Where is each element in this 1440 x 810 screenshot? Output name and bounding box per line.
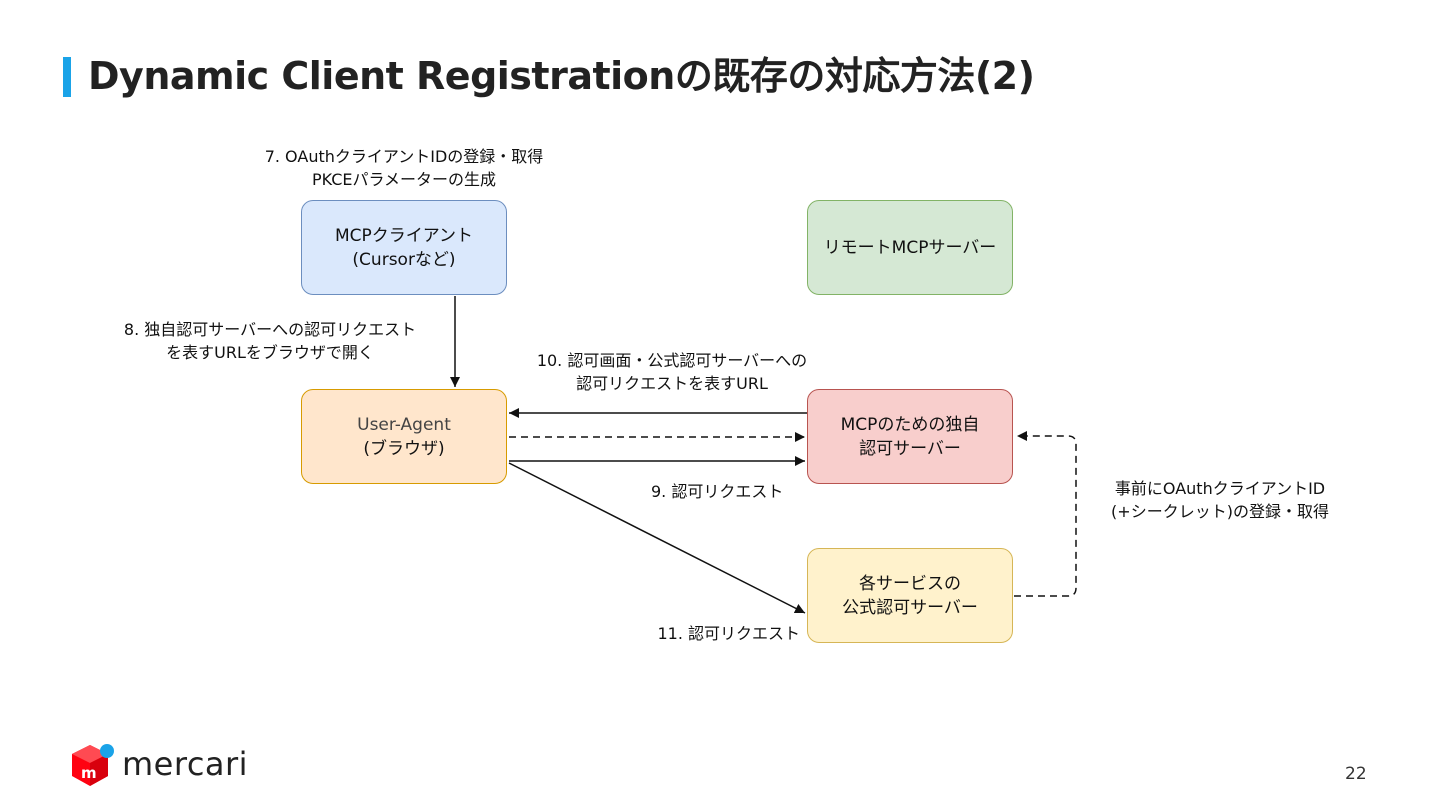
arrow-step11 [508,462,806,614]
node-official-auth-server-line1: 各サービスの [859,573,961,594]
node-remote-mcp-server: リモートMCPサーバー [807,200,1013,295]
label-step10-line1: 10. 認可画面・公式認可サーバーへの [536,351,808,370]
label-step8: 8. 独自認可サーバーへの認可リクエスト を表すURLをブラウザで開く [80,318,460,364]
title-accent-bar [63,57,71,97]
svg-text:m: m [81,764,97,782]
node-official-auth-server: 各サービスの 公式認可サーバー [807,548,1013,643]
node-mcp-client-line1: MCPクライアント [334,225,474,246]
node-official-auth-server-line2: 公式認可サーバー [842,597,978,618]
slide-title: Dynamic Client Registrationの既存の対応方法(2) [88,54,1035,98]
label-step8-line1: 8. 独自認可サーバーへの認可リクエスト [123,320,417,339]
label-pre-registration-line1: 事前にOAuthクライアントID [1114,479,1326,498]
mercari-logo: m mercari [70,742,250,790]
label-step9: 9. 認可リクエスト [651,482,784,501]
node-custom-auth-server: MCPのための独自 認可サーバー [807,389,1013,484]
label-step11: 11. 認可リクエスト [657,624,800,643]
node-user-agent-line1: User-Agent [357,414,451,435]
label-step8-line2: を表すURLをブラウザで開く [166,343,374,362]
label-pre-registration-line2: (+シークレット)の登録・取得 [1111,502,1329,521]
page-number: 22 [1345,764,1367,784]
label-step7-line2: PKCEパラメーターの生成 [311,170,497,189]
node-mcp-client: MCPクライアント (Cursorなど) [301,200,507,295]
node-mcp-client-line2: (Cursorなど) [352,249,456,270]
arrow-pre-registration [1014,431,1077,597]
label-pre-registration: 事前にOAuthクライアントID (+シークレット)の登録・取得 [1080,477,1360,523]
node-custom-auth-server-line1: MCPのための独自 [840,414,980,435]
node-user-agent: User-Agent (ブラウザ) [301,389,507,484]
mercari-m-cube-icon: m [72,744,114,786]
node-custom-auth-server-line2: 認可サーバー [859,438,961,459]
label-step7: 7. OAuthクライアントIDの登録・取得 PKCEパラメーターの生成 [224,145,584,191]
label-step10-line2: 認可リクエストを表すURL [576,374,768,393]
label-step7-line1: 7. OAuthクライアントIDの登録・取得 [264,147,544,166]
node-remote-mcp-server-label: リモートMCPサーバー [823,237,997,258]
mercari-wordmark: mercari [122,745,249,783]
label-step10: 10. 認可画面・公式認可サーバーへの 認可リクエストを表すURL [492,349,852,395]
node-user-agent-line2: (ブラウザ) [363,438,445,459]
